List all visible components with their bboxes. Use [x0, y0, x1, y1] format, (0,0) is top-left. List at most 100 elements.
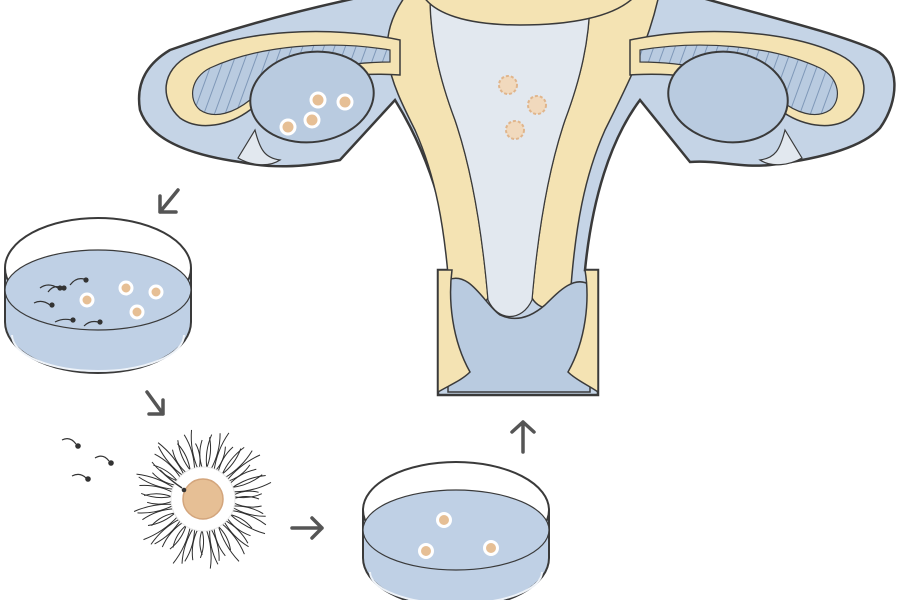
uterine-cavity: [429, 0, 591, 317]
uterus-embryos: [498, 75, 547, 140]
sperm: [94, 455, 110, 462]
sperm-head: [75, 443, 81, 449]
corona-filament: [210, 433, 221, 471]
corona-filament: [232, 505, 264, 515]
egg: [303, 111, 321, 129]
dish-1-base-line: [11, 334, 185, 372]
corona-filament: [230, 509, 267, 526]
free-sperm: [61, 438, 114, 482]
corona-filament: [190, 429, 199, 470]
sperm: [69, 278, 85, 286]
corona-filament: [177, 440, 192, 472]
corona-filament: [161, 521, 184, 548]
petri-dish-fertilization: [4, 217, 192, 374]
process-arrows: [145, 188, 536, 540]
embryo: [418, 543, 434, 559]
sperm: [83, 320, 99, 327]
corona-filament: [154, 453, 182, 479]
corona-filament: [157, 446, 184, 477]
right-ovary-ligament: [758, 128, 803, 166]
egg: [309, 91, 327, 109]
corona-filament: [154, 519, 182, 545]
cervix-left-wall: [437, 269, 471, 394]
left-ovary-ligament: [237, 128, 282, 166]
arrow-down-left-icon: [158, 188, 180, 214]
cervix: [447, 277, 591, 393]
corona-filament: [146, 500, 174, 505]
corona-filament: [205, 434, 213, 470]
sperm-head: [83, 277, 89, 283]
sperm-head: [85, 476, 91, 482]
dish-1-sperm: [33, 277, 103, 327]
corona-filament: [183, 434, 196, 471]
dish-2-embryos: [418, 512, 499, 559]
sperm-head: [61, 285, 67, 291]
embryo: [527, 95, 547, 115]
embryo: [436, 512, 452, 528]
dish-2-base-line: [369, 571, 543, 600]
uterus-muscle-layer: [386, 0, 659, 310]
corona-filament: [228, 468, 257, 485]
arrow-up-icon: [510, 420, 536, 454]
egg: [279, 118, 297, 136]
corona-filament: [139, 484, 174, 494]
sperm-head: [181, 487, 187, 493]
corona-filament: [213, 432, 230, 472]
corona-filament: [141, 492, 174, 499]
corona-filament: [191, 528, 199, 561]
ovary-eggs: [279, 91, 354, 136]
uterus-top-band: [425, 0, 632, 26]
sperm: [47, 286, 63, 293]
corona-filament: [220, 522, 245, 555]
corona-filament: [231, 506, 266, 517]
sperm: [33, 300, 51, 306]
dish-1-eggs: [79, 280, 164, 320]
petri-dish-embryos: [362, 461, 550, 600]
sperm: [54, 318, 72, 323]
corona-filament: [150, 518, 181, 545]
corona-filament: [224, 450, 253, 479]
penetrating-sperm: [159, 469, 183, 489]
corona-filament: [157, 442, 185, 476]
corona-filament: [138, 476, 175, 490]
sperm-head: [97, 319, 103, 325]
corona-filament: [221, 446, 245, 476]
embryo: [498, 75, 518, 95]
right-ovary: [667, 50, 789, 144]
oocyte: [182, 478, 224, 520]
corona-filament: [228, 513, 266, 535]
embryo: [505, 120, 525, 140]
egg: [79, 292, 95, 308]
arrow-down-right-icon: [145, 390, 165, 416]
corona-filament: [181, 527, 195, 564]
corona-filament: [232, 481, 272, 493]
sperm-head: [49, 302, 55, 308]
corona-filament: [217, 446, 234, 474]
corona-filament: [136, 473, 176, 489]
egg: [129, 304, 145, 320]
corona-filament: [184, 527, 196, 562]
corona-filament: [223, 520, 249, 548]
corona-filament: [133, 503, 174, 512]
sperm-head: [70, 317, 76, 323]
embryo: [483, 540, 499, 556]
corona-filament: [226, 454, 261, 482]
corona-filament: [137, 504, 174, 514]
sperm: [61, 438, 77, 445]
corona-filament: [230, 475, 266, 489]
dish-2-medium: [362, 489, 550, 571]
cervix-right-wall: [567, 269, 599, 394]
arrow-right-icon: [290, 516, 324, 540]
corona-filament: [205, 528, 212, 569]
corona-filament: [217, 524, 240, 562]
dish-1-medium: [4, 249, 192, 331]
sperm-egg-closeup: [61, 429, 272, 569]
egg: [336, 93, 354, 111]
sperm: [71, 473, 87, 479]
corona-filament: [232, 493, 263, 499]
egg: [118, 280, 134, 296]
corona-filament: [143, 515, 179, 541]
corona-filament: [209, 528, 219, 565]
